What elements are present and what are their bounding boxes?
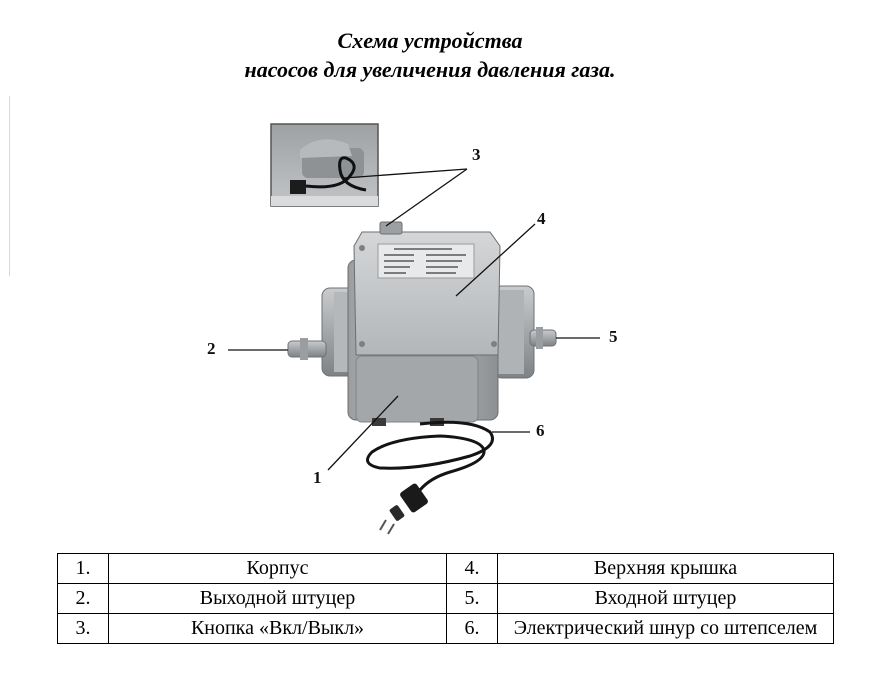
legend-num: 1. — [57, 553, 109, 584]
pump-diagram — [228, 123, 600, 535]
outlet-fitting — [287, 338, 327, 360]
legend-text: Корпус — [108, 553, 447, 584]
page-edge-divider — [0, 96, 10, 276]
callout-4: 4 — [537, 209, 546, 228]
leader-1 — [327, 395, 399, 471]
callout-6: 6 — [536, 421, 545, 440]
title-line-1: Схема устройства — [337, 28, 523, 53]
legend-row: 1. Корпус 4. Верхняя крышка — [57, 553, 834, 584]
pump-top-cover — [353, 221, 501, 356]
callout-2: 2 — [207, 339, 216, 358]
legend-text: Кнопка «Вкл/Выкл» — [108, 613, 447, 644]
callout-1: 1 — [313, 468, 322, 487]
legend-text: Электрический шнур со штепселем — [497, 613, 834, 644]
legend-text: Входной штуцер — [497, 583, 834, 614]
callout-3: 3 — [472, 145, 481, 164]
legend-row: 2. Выходной штуцер 5. Входной штуцер — [57, 583, 834, 614]
switch-inset-photo — [270, 123, 379, 207]
legend-num: 3. — [57, 613, 109, 644]
legend-text: Верхняя крышка — [497, 553, 834, 584]
inlet-fitting — [529, 327, 557, 349]
legend-text: Выходной штуцер — [108, 583, 447, 614]
power-plug — [379, 483, 428, 535]
legend-num: 5. — [446, 583, 498, 614]
power-cord — [366, 420, 494, 491]
leader-3a — [343, 168, 468, 179]
leader-lines — [228, 168, 600, 471]
diagram-title: Схема устройства насосов для увеличения … — [0, 26, 860, 84]
leader-3b — [385, 168, 468, 227]
callout-5: 5 — [609, 327, 618, 346]
legend-table: 1. Корпус 4. Верхняя крышка 2. Выходной … — [57, 553, 834, 644]
legend-num: 4. — [446, 553, 498, 584]
leader-4 — [455, 223, 536, 297]
legend-num: 6. — [446, 613, 498, 644]
legend-row: 3. Кнопка «Вкл/Выкл» 6. Электрический шн… — [57, 613, 834, 644]
title-line-2: насосов для увеличения давления газа. — [244, 57, 616, 82]
inlet-flange — [493, 285, 535, 379]
legend-num: 2. — [57, 583, 109, 614]
